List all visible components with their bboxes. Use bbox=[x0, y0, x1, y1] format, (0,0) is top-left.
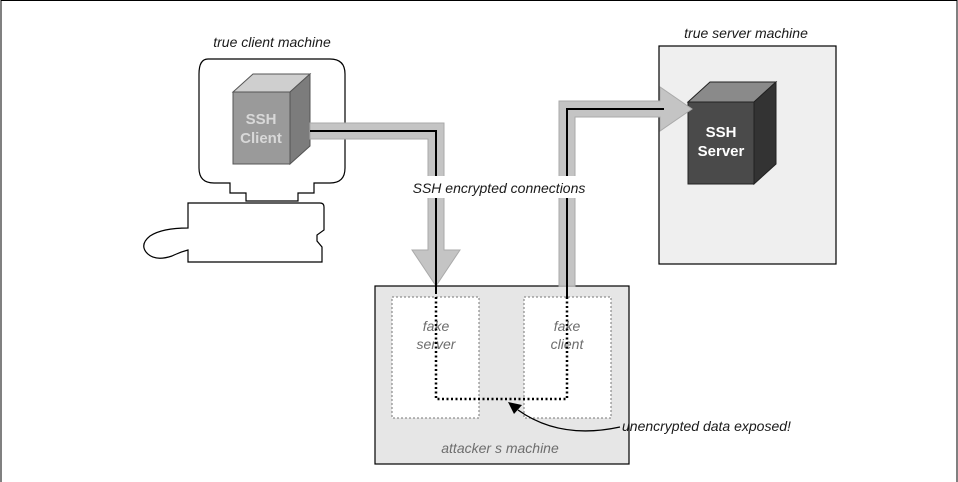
ssh-client-label-line1: SSH bbox=[246, 111, 277, 128]
encrypted-connections-label: SSH encrypted connections bbox=[413, 180, 586, 196]
attacker-to-server-pipe bbox=[558, 86, 693, 298]
callout-arrow-line bbox=[517, 409, 621, 432]
unencrypted-path bbox=[434, 297, 569, 401]
unencrypted-callout: unencrypted data exposed! bbox=[508, 402, 791, 434]
attacker-machine-caption: attacker s machine bbox=[441, 440, 559, 456]
server-machine-caption: true server machine bbox=[684, 25, 808, 41]
ssh-client-label-line2: Client bbox=[240, 130, 282, 147]
true-server-machine: true server machine SSH Server bbox=[658, 25, 837, 265]
ssh-server-label-line1: SSH bbox=[706, 124, 737, 141]
encrypted-label-backdrop bbox=[408, 176, 590, 198]
ssh-client-cube: SSH Client bbox=[231, 72, 312, 166]
client-machine-caption: true client machine bbox=[213, 34, 331, 50]
attacker-machine: fake server fake client attacker s machi… bbox=[374, 285, 630, 465]
unencrypted-note: unencrypted data exposed! bbox=[622, 418, 791, 434]
ssh-server-label-line2: Server bbox=[698, 143, 745, 160]
true-client-computer: SSH Client true client machine bbox=[143, 34, 346, 263]
ssh-server-cube: SSH Server bbox=[686, 80, 778, 186]
callout-arrowhead bbox=[508, 402, 522, 414]
client-keyboard bbox=[143, 202, 325, 263]
